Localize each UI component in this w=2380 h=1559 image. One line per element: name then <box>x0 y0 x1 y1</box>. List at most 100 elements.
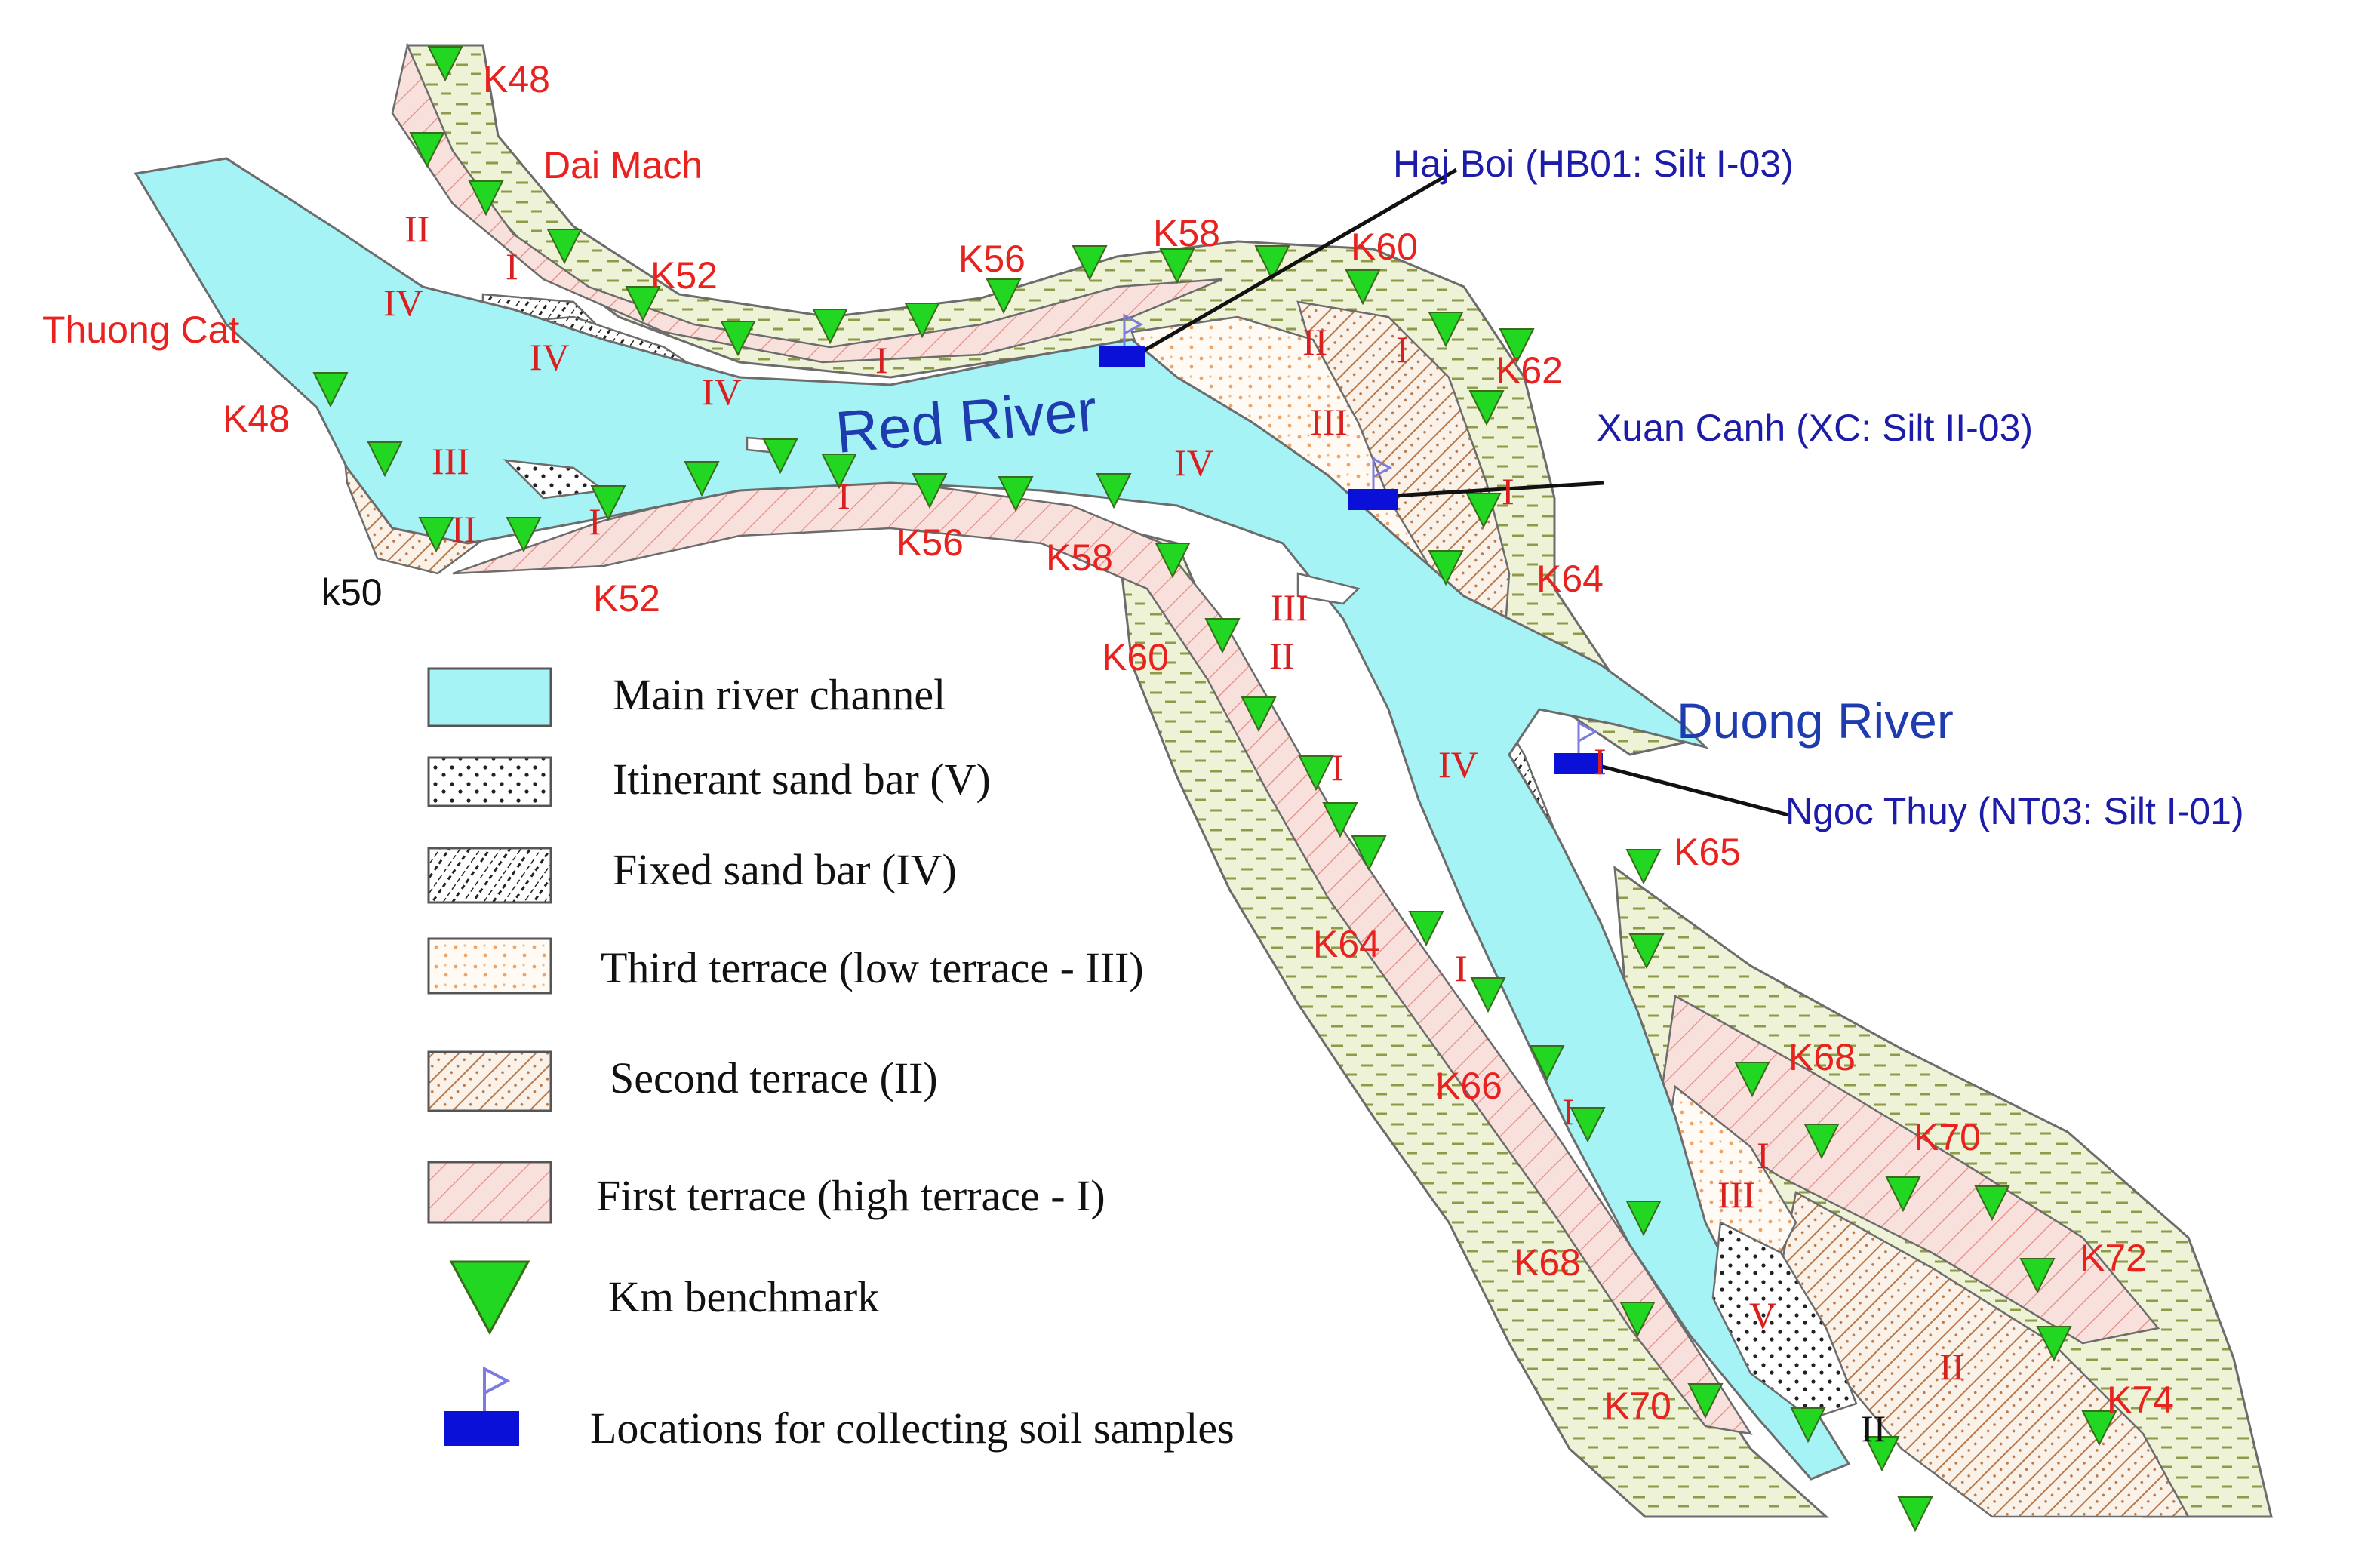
zone-label: II <box>1939 1345 1964 1388</box>
km-benchmark-icon <box>1625 1201 1662 1237</box>
zone-label: IV <box>1438 743 1478 786</box>
km-label-k48-left: K48 <box>223 398 290 440</box>
zone-label: IV <box>383 281 423 324</box>
zone-labels: II I IV IV IV I III II I I IV II I III I… <box>383 208 1964 1450</box>
legend-item-benchmark: Km benchmark <box>449 1260 879 1336</box>
km-label-k68-west: K68 <box>1514 1241 1581 1284</box>
km-benchmark-icon <box>1345 269 1381 306</box>
zone-label: I <box>1396 328 1409 371</box>
zone-label: III <box>1717 1173 1755 1216</box>
zone-label: III <box>1310 401 1348 443</box>
sample-marker-hai-boi <box>1099 313 1145 367</box>
km-benchmark-icon <box>684 461 720 497</box>
first-terrace-north <box>391 42 1223 364</box>
first-terrace-south <box>452 481 1753 1435</box>
km-benchmark-icon <box>1897 1496 1933 1533</box>
legend-swatch-dots <box>427 756 552 807</box>
km-benchmark-icon <box>1619 1302 1656 1338</box>
leader-line-hai-boi <box>1138 168 1458 355</box>
legend-item-second-terrace: Second terrace (II) <box>427 1050 938 1112</box>
legend-label: First terrace (high terrace - I) <box>596 1171 1105 1220</box>
zone-label: I <box>506 245 518 288</box>
legend-swatch-third <box>427 937 552 995</box>
km-benchmark-icon <box>1625 849 1662 885</box>
km-benchmark-icon <box>1529 1045 1565 1081</box>
place-labels: K48 Dai Mach Thuong Cat K48 K52 K56 K58 … <box>42 58 2174 1427</box>
km-benchmark-icon <box>998 476 1034 512</box>
km-label-k52-south: K52 <box>593 577 660 620</box>
legend-label: Second terrace (II) <box>610 1053 938 1102</box>
leader-line-ngoc-thuy <box>1584 760 1789 817</box>
km-benchmark-icon <box>506 517 542 553</box>
km-benchmark-icon <box>1864 1436 1900 1472</box>
km-benchmark-icon <box>427 46 463 82</box>
zone-label: V <box>1749 1294 1776 1336</box>
zone-label: I <box>875 339 888 381</box>
km-benchmark-icon <box>1072 245 1108 281</box>
km-benchmark-icon <box>1322 802 1358 838</box>
sample-marker-ngoc-thuy <box>1554 721 1603 774</box>
km-benchmark-icon <box>1428 312 1464 348</box>
zone-label: IV <box>1174 441 1214 484</box>
km-label-k50: k50 <box>321 571 383 613</box>
zone-label: II <box>1269 635 1294 677</box>
km-label-k58-south: K58 <box>1046 537 1113 579</box>
km-label-k72: K72 <box>2080 1237 2147 1279</box>
km-label-k70-east: K70 <box>1914 1116 1981 1158</box>
zone-label: I <box>1331 746 1344 789</box>
km-benchmark-icon <box>468 180 504 217</box>
km-benchmark-icon <box>1687 1383 1724 1419</box>
zone-label: I <box>1455 947 1468 989</box>
zone-label: II <box>451 508 476 550</box>
legend-benchmark-icon <box>449 1260 530 1336</box>
legend-item-itinerant-bar: Itinerant sand bar (V) <box>427 755 991 807</box>
zone-label: II <box>404 208 429 250</box>
km-benchmark-icon <box>409 132 445 168</box>
legend-item-sample-location: Locations for collecting soil samples <box>444 1366 1235 1453</box>
km-benchmark-icon <box>1470 977 1506 1013</box>
zone-label: II <box>1861 1407 1886 1450</box>
km-label-k65: K65 <box>1674 831 1741 873</box>
km-benchmark-icon <box>1468 390 1505 426</box>
km-label-k60-south: K60 <box>1102 636 1169 678</box>
km-label-k70-west: K70 <box>1604 1385 1671 1427</box>
km-benchmark-icon <box>312 372 349 408</box>
km-benchmark-icon <box>418 517 454 553</box>
map-legend: Main river channel Itinerant sand bar (V… <box>427 667 1235 1453</box>
km-benchmarks <box>312 46 2117 1533</box>
legend-swatch-second <box>427 1050 552 1112</box>
km-benchmark-icon <box>1790 1407 1826 1444</box>
km-label-k58-north: K58 <box>1153 212 1220 254</box>
km-benchmark-icon <box>1298 755 1334 792</box>
legend-label: Fixed sand bar (IV) <box>613 845 957 894</box>
km-benchmark-icon <box>1254 245 1290 281</box>
legend-item-third-terrace: Third terrace (low terrace - III) <box>427 937 1144 995</box>
km-benchmark-icon <box>1096 473 1132 509</box>
zone-label: I <box>1502 470 1514 512</box>
sample-sites <box>1099 168 1789 817</box>
km-label-k62: K62 <box>1496 349 1563 392</box>
km-label-k52-north: K52 <box>650 254 718 297</box>
zone-label: IV <box>702 371 742 413</box>
place-label-thuong-cat: Thuong Cat <box>42 309 239 351</box>
zone-label: I <box>589 500 601 543</box>
km-benchmark-icon <box>2081 1410 2117 1447</box>
legend-label: Third terrace (low terrace - III) <box>601 943 1144 992</box>
km-benchmark-icon <box>1499 328 1535 364</box>
island-c <box>1296 572 1361 605</box>
km-benchmark-icon <box>1159 248 1195 284</box>
zone-label: I <box>838 475 850 517</box>
sample-labels: Haj Boi (HB01: Silt I-03) Xuan Canh (XC:… <box>1393 143 2244 832</box>
km-label-k74: K74 <box>2107 1379 2174 1421</box>
km-benchmark-icon <box>1351 835 1387 872</box>
legend-item-fixed-bar: Fixed sand bar (IV) <box>427 845 957 904</box>
km-benchmark-icon <box>1628 933 1665 970</box>
legend-sample-flag-icon <box>444 1366 519 1446</box>
km-benchmark-icon <box>1241 696 1277 733</box>
km-benchmark-icon <box>1885 1176 1921 1213</box>
km-benchmark-icon <box>1204 618 1241 654</box>
km-benchmark-icon <box>2036 1326 2072 1362</box>
zone-label: II <box>1302 321 1327 363</box>
km-label-k56-north: K56 <box>958 238 1025 280</box>
